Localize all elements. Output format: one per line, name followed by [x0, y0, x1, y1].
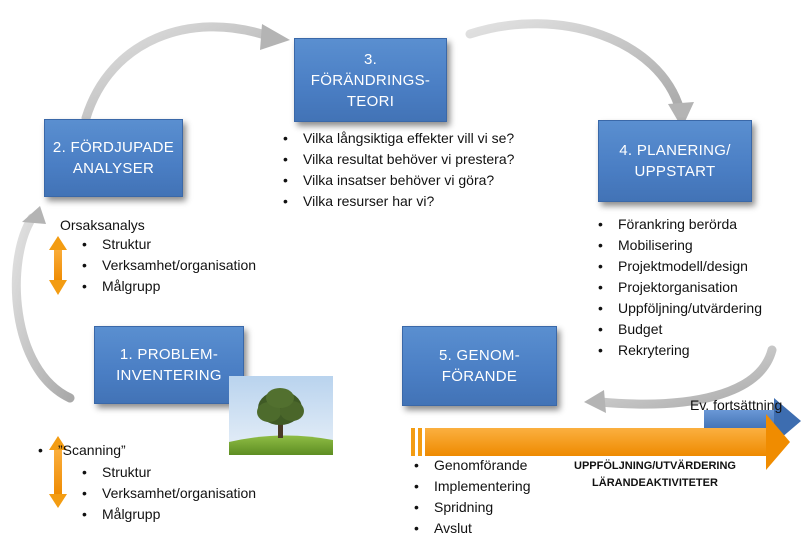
inventory-list: Struktur Verksamhet/organisation Målgrup…: [80, 462, 256, 525]
list-item: Verksamhet/organisation: [80, 255, 256, 276]
list-item: Spridning: [412, 497, 531, 518]
cycle-arrow-3-to-4: [465, 19, 694, 128]
planning-list: Förankring berörda Mobilisering Projektm…: [596, 214, 762, 361]
list-item: Vilka insatser behöver vi göra?: [281, 170, 514, 191]
step-box-2-line2: ANALYSER: [72, 160, 155, 177]
double-arrow-icon: [49, 236, 67, 295]
step-box-1-line2: INVENTERING: [116, 367, 222, 384]
tree-image: [229, 376, 333, 455]
theory-question-list: Vilka långsiktiga effekter vill vi se? V…: [281, 128, 514, 212]
followup-label-line2: LÄRANDEAKTIVITETER: [592, 477, 718, 489]
followup-label: UPPFÖLJNING/UTVÄRDERING LÄRANDEAKTIVITET…: [555, 458, 755, 492]
step-box-3-line1: 3.: [363, 50, 378, 68]
step-box-3-line2: FÖRÄNDRINGS-: [310, 71, 431, 89]
list-item: Projektorganisation: [596, 277, 762, 298]
step-box-1: 1. PROBLEM- INVENTERING: [94, 326, 244, 404]
list-item: Budget: [596, 319, 762, 340]
list-item: Struktur: [80, 462, 256, 483]
step-box-5-line1: 5. GENOM-: [438, 347, 521, 364]
list-item: Målgrupp: [80, 276, 256, 297]
cycle-arrow-4-to-5: [584, 345, 777, 413]
list-item: Projektmodell/design: [596, 256, 762, 277]
list-item: Implementering: [412, 476, 531, 497]
list-item: Förankring berörda: [596, 214, 762, 235]
step-box-3-line3: TEORI: [346, 92, 395, 110]
list-item: Mobilisering: [596, 235, 762, 256]
cycle-arrow-1-to-2: [11, 206, 75, 403]
step-box-1-line1: 1. PROBLEM-: [119, 346, 219, 363]
step-box-3: 3. FÖRÄNDRINGS- TEORI: [294, 38, 447, 122]
list-item: Uppföljning/utvärdering: [596, 298, 762, 319]
list-item: Rekrytering: [596, 340, 762, 361]
cycle-arrow-2-to-3: [81, 22, 290, 123]
step-box-4-line2: UPPSTART: [634, 163, 716, 180]
list-item: Målgrupp: [80, 504, 256, 525]
followup-label-line1: UPPFÖLJNING/UTVÄRDERING: [574, 460, 736, 472]
list-item: Struktur: [80, 234, 256, 255]
list-item: Avslut: [412, 518, 531, 539]
step-box-5-line2: FÖRANDE: [441, 368, 518, 385]
list-item: Vilka långsiktiga effekter vill vi se?: [281, 128, 514, 149]
list-item: Vilka resurser har vi?: [281, 191, 514, 212]
step-box-5: 5. GENOM- FÖRANDE: [402, 326, 557, 406]
list-item: Vilka resultat behöver vi prestera?: [281, 149, 514, 170]
step-box-2-line1: 2. FÖRDJUPADE: [52, 139, 175, 156]
step-box-4-line1: 4. PLANERING/: [619, 142, 731, 159]
list-item: Genomförande: [412, 455, 531, 476]
continuation-label: Ev. fortsättning: [690, 397, 783, 413]
inventory-heading: ”Scanning”: [36, 440, 126, 461]
list-item: Verksamhet/organisation: [80, 483, 256, 504]
followup-arrow: [411, 414, 790, 470]
implementation-list: Genomförande Implementering Spridning Av…: [412, 455, 531, 539]
inventory-heading-list: ”Scanning”: [36, 440, 126, 461]
step-box-4: 4. PLANERING/ UPPSTART: [598, 120, 752, 202]
analysis-list: Struktur Verksamhet/organisation Målgrup…: [80, 234, 256, 297]
analysis-heading: Orsaksanalys: [60, 217, 145, 233]
step-box-2: 2. FÖRDJUPADE ANALYSER: [44, 119, 183, 197]
